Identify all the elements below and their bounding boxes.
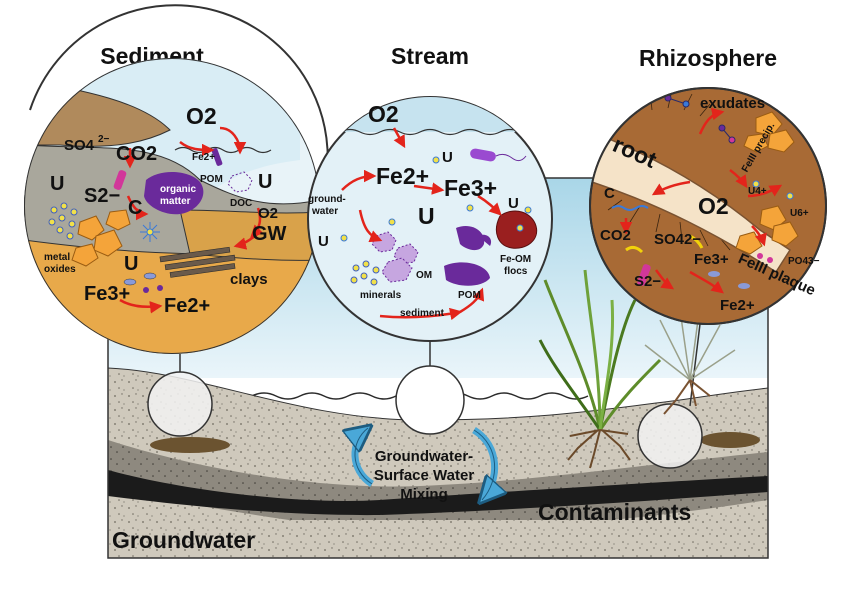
pom-blobs	[444, 225, 492, 286]
rhizo-u4: U4+	[748, 186, 767, 197]
zoom-marker-rhizosphere	[637, 403, 703, 469]
fe-precipitates	[735, 111, 799, 255]
stream-groundwater-1: ground-	[308, 194, 346, 205]
sediment-o2: O2	[186, 103, 217, 129]
stream-uranium-stars	[340, 156, 532, 242]
stream-sediment: sediment	[400, 308, 445, 319]
doc-hexagon	[227, 171, 253, 193]
stream-u-center: U	[418, 203, 435, 229]
contaminants-label: Contaminants	[538, 499, 691, 525]
sediment-fe2: Fe2+	[164, 295, 210, 317]
rhizo-c: C	[604, 185, 615, 202]
rhizo-fe2: Fe2+	[720, 297, 755, 314]
zoom-marker-sediment	[147, 371, 213, 437]
rhizo-po4: PO43−	[788, 256, 820, 267]
sediment-o2-right: O2	[258, 205, 278, 222]
sediment-u-bottom: U	[124, 253, 138, 275]
clays-stripes	[159, 246, 236, 278]
stream-pom: POM	[458, 290, 481, 301]
mixing-label-line1: Groundwater-	[375, 448, 473, 465]
stream-om: OM	[416, 270, 432, 281]
sediment-organic-1: organic	[160, 184, 197, 195]
metal-oxides	[71, 209, 131, 267]
stream-minerals: minerals	[360, 290, 402, 301]
sediment-panel: O2 SO4 2− CO2 Fe2+ POM U U S2− C organic…	[24, 4, 329, 354]
sediment-u-left: U	[50, 173, 64, 195]
sediment-so4: SO4	[64, 137, 95, 154]
sediment-organic-2: matter	[160, 196, 191, 207]
ground-bottom	[108, 520, 768, 558]
rhizo-so4: SO42−	[654, 231, 701, 248]
cattail-plant	[538, 269, 662, 431]
cattail-roots	[567, 429, 631, 469]
sediment-lens-left	[150, 437, 230, 453]
mixing-label-line2: Surface Water	[374, 467, 474, 484]
mixing-label-line3: Mixing	[400, 486, 448, 503]
rhizo-exudates: exudates	[700, 95, 765, 112]
sediment-u-right: U	[258, 171, 272, 193]
ground-black-band	[108, 470, 768, 516]
uranium-star	[140, 222, 160, 242]
fe-plaque-dots	[757, 253, 773, 263]
sediment-gw: GW	[252, 223, 287, 245]
mixing-arrow-right-outline	[473, 429, 495, 501]
sediment-pom: POM	[200, 174, 223, 185]
stream-fe-om-2: flocs	[504, 266, 528, 277]
stream-o2: O2	[368, 101, 399, 127]
reed-plant	[644, 304, 736, 381]
title-stream: Stream	[391, 43, 469, 69]
stream-u-top: U	[442, 149, 453, 166]
stream-arrows	[341, 127, 502, 321]
rhizosphere-panel: exudates root FeIII precip. C U4+ O2 U6+…	[589, 87, 827, 325]
sediment-metal-2: oxides	[44, 264, 76, 275]
sediment-metal-1: metal	[44, 252, 70, 263]
root-band	[590, 128, 792, 274]
pointer-line-rhizosphere	[689, 323, 701, 407]
rhizo-uranium-stars	[752, 180, 794, 200]
stream-fe2: Fe2+	[376, 163, 429, 189]
fe-om-floc	[496, 210, 538, 249]
stream-u-left: U	[318, 233, 329, 250]
bacterium	[470, 148, 496, 162]
sediment-so4-charge: 2−	[98, 134, 110, 145]
groundwater-label: Groundwater	[112, 527, 255, 553]
zoom-marker-stream	[395, 365, 465, 435]
reed-roots	[663, 379, 711, 415]
mineral-lattice	[48, 202, 78, 240]
stream-mineral-lattice	[350, 260, 380, 286]
mixing-cycle: Groundwater- Surface Water Mixing	[355, 428, 495, 503]
sediment-fe3: Fe3+	[84, 283, 130, 305]
stream-u-right: U	[508, 195, 519, 212]
rhizo-u6: U6+	[790, 208, 809, 219]
rhizo-co2: CO2	[600, 227, 631, 244]
sediment-co2: CO2	[116, 143, 157, 165]
om-hexagons	[371, 231, 419, 283]
rhizo-s2: S2−	[634, 273, 661, 290]
sediment-arrows	[119, 126, 264, 314]
plants	[538, 269, 736, 469]
stream-groundwater-2: water	[311, 206, 338, 217]
stream-fe3: Fe3+	[444, 175, 497, 201]
mixing-arrow-left-outline	[354, 427, 373, 485]
rhizo-arrows	[619, 107, 783, 294]
sediment-clays: clays	[230, 271, 268, 288]
title-rhizosphere: Rhizosphere	[639, 45, 777, 71]
sediment-fe2-small: Fe2+	[192, 152, 215, 163]
rhizo-o2: O2	[698, 193, 729, 219]
stream-fe-om-1: Fe-OM	[500, 254, 531, 265]
organic-matter-blob	[144, 171, 204, 215]
sediment-lens-right	[700, 432, 760, 448]
sediment-c: C	[128, 197, 142, 219]
sediment-s2: S2−	[84, 185, 120, 207]
rhizo-fe3: Fe3+	[694, 251, 729, 268]
sediment-doc: DOC	[230, 198, 252, 209]
